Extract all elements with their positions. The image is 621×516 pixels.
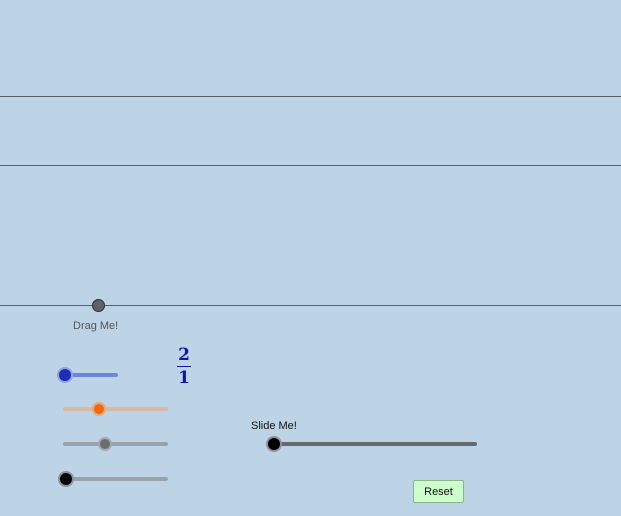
fraction-denominator: 1 <box>178 368 190 388</box>
blue-slider-knob[interactable] <box>57 367 73 383</box>
fraction-bar <box>177 366 191 367</box>
horizontal-line-1 <box>0 96 621 97</box>
reset-button[interactable]: Reset <box>413 480 464 503</box>
gray-slider-track[interactable] <box>63 442 168 446</box>
orange-slider-track[interactable] <box>63 407 168 411</box>
blue-slider-track[interactable] <box>65 373 118 377</box>
black-slider-track[interactable] <box>63 477 168 481</box>
slide-me-track[interactable] <box>274 442 477 446</box>
slide-me-label: Slide Me! <box>251 420 297 432</box>
slide-me-knob[interactable] <box>266 436 282 452</box>
fraction-numerator: 2 <box>178 345 190 365</box>
drag-point-label: Drag Me! <box>73 320 119 332</box>
drag-point[interactable] <box>92 299 105 312</box>
horizontal-line-3 <box>0 305 621 306</box>
gray-slider-knob[interactable] <box>98 437 112 451</box>
fraction-display: 2 1 <box>174 345 194 388</box>
black-slider-knob[interactable] <box>58 471 74 487</box>
orange-slider-knob[interactable] <box>92 402 106 416</box>
horizontal-line-2 <box>0 165 621 166</box>
